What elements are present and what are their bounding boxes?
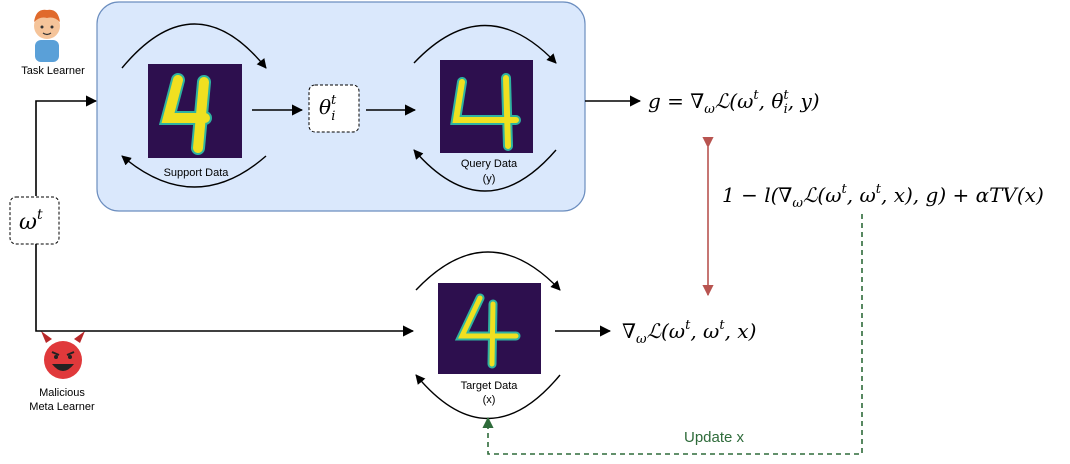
query-loop-bottom <box>413 149 557 192</box>
update-x-path <box>482 214 863 455</box>
omega-symbol: ωt <box>19 207 43 235</box>
omega-box <box>9 196 60 245</box>
omega-to-panel-arrow <box>35 95 98 196</box>
query-data-image <box>440 60 533 153</box>
devil-icon <box>41 331 85 379</box>
target-loop-top <box>415 251 561 291</box>
gradient-expression: ∇ωℒ(ωt, ωt, x) <box>622 318 756 347</box>
support-loop-bottom <box>121 155 267 188</box>
target-data-image <box>438 283 541 374</box>
query-loop-top <box>413 24 557 64</box>
theta-box <box>308 84 360 133</box>
loss-formula: 1 − l(∇ωℒ(ωt, ωt, x), g) + αTV(x) <box>722 182 1044 211</box>
target-data-sub: (x) <box>483 394 496 406</box>
target-data-label: Target Data <box>461 380 519 392</box>
task-learner-avatar <box>34 9 60 62</box>
query-data-sub: (y) <box>483 173 496 185</box>
malicious-label-1: Malicious <box>39 387 85 399</box>
support-data-label: Support Data <box>164 167 230 179</box>
support-loop-top <box>121 23 267 69</box>
update-x-label: Update x <box>684 429 745 446</box>
omega-to-target-arrow <box>35 244 415 337</box>
query-data-label: Query Data <box>461 158 518 170</box>
task-learner-label: Task Learner <box>21 65 85 77</box>
malicious-label-2: Meta Learner <box>29 401 95 413</box>
support-data-image <box>148 64 242 158</box>
